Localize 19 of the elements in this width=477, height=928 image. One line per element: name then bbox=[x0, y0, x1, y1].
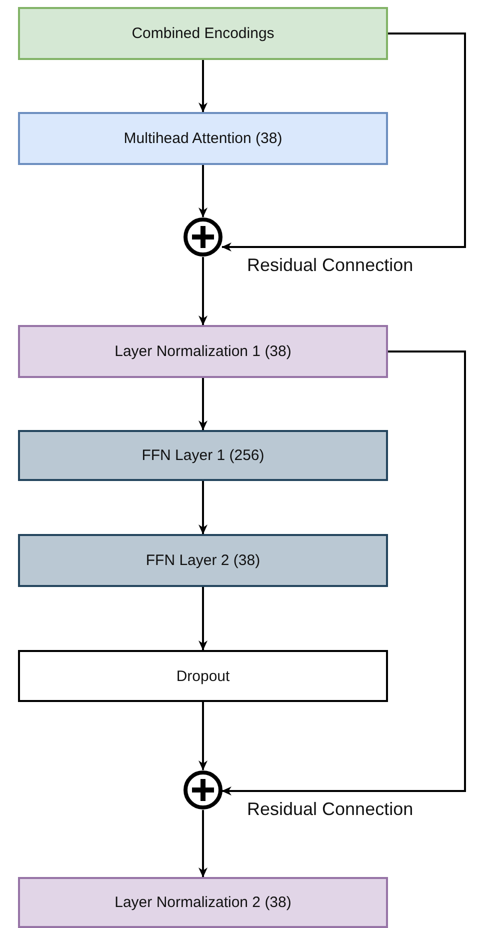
arrow bbox=[198, 378, 208, 430]
arrow bbox=[198, 60, 208, 112]
arrow bbox=[198, 165, 208, 218]
sum-circle-icon bbox=[183, 217, 223, 257]
process-box: Dropout bbox=[18, 650, 388, 702]
arrow bbox=[222, 350, 466, 796]
process-box: Combined Encodings bbox=[18, 7, 388, 60]
arrow bbox=[198, 810, 208, 878]
arrow bbox=[198, 587, 208, 650]
process-box: FFN Layer 1 (256) bbox=[18, 430, 388, 481]
process-box: Layer Normalization 1 (38) bbox=[18, 325, 388, 378]
arrow bbox=[222, 32, 466, 252]
process-box: Multihead Attention (38) bbox=[18, 112, 388, 165]
process-box: FFN Layer 2 (38) bbox=[18, 534, 388, 587]
process-box: Layer Normalization 2 (38) bbox=[18, 877, 388, 928]
arrow bbox=[198, 702, 208, 770]
sum-circle-icon bbox=[183, 770, 223, 810]
arrow bbox=[198, 481, 208, 534]
arrow bbox=[198, 257, 208, 326]
